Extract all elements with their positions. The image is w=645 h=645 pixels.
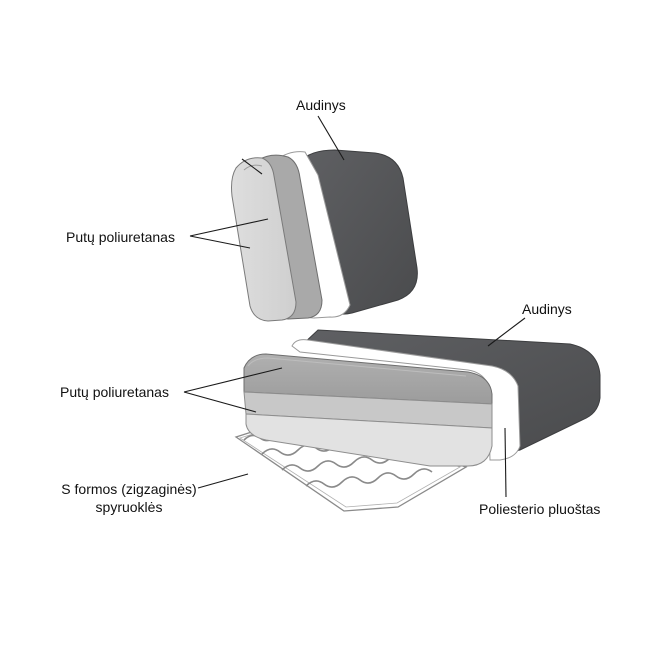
leader-seat-foam-2 bbox=[183, 391, 257, 413]
back-cushion-foam-outer bbox=[231, 157, 297, 322]
leader-back-foam-top bbox=[241, 158, 263, 175]
leader-springs bbox=[197, 473, 249, 489]
leader-seat-fabric bbox=[487, 317, 526, 347]
spring-wire-4 bbox=[305, 468, 433, 488]
label-seat-fabric: Audinys bbox=[522, 301, 572, 317]
label-springs-line2: spyruoklės bbox=[95, 499, 163, 515]
seat-cushion-fiber bbox=[291, 339, 521, 461]
leader-seat-foam-1 bbox=[183, 367, 283, 393]
leader-lines bbox=[183, 115, 526, 498]
label-seat-foam: Putų poliuretanas bbox=[60, 384, 169, 400]
back-cushion bbox=[231, 149, 418, 322]
leader-back-foam-1 bbox=[189, 218, 269, 237]
leader-polyester-fiber bbox=[504, 427, 507, 498]
label-springs: S formos (zigzaginės) spyruoklės bbox=[54, 480, 204, 516]
seat-cushion-fabric bbox=[300, 329, 601, 456]
label-back-foam: Putų poliuretanas bbox=[66, 229, 175, 245]
leader-back-foam-2 bbox=[189, 235, 251, 249]
seat-foam-top bbox=[243, 353, 493, 405]
label-back-fabric: Audinys bbox=[296, 97, 346, 113]
label-polyester-fiber: Poliesterio pluoštas bbox=[479, 501, 601, 517]
seat-foam-base bbox=[245, 413, 493, 467]
leader-back-fabric bbox=[317, 115, 345, 161]
seat-cushion bbox=[243, 329, 601, 467]
label-springs-line1: S formos (zigzaginės) bbox=[61, 481, 197, 497]
